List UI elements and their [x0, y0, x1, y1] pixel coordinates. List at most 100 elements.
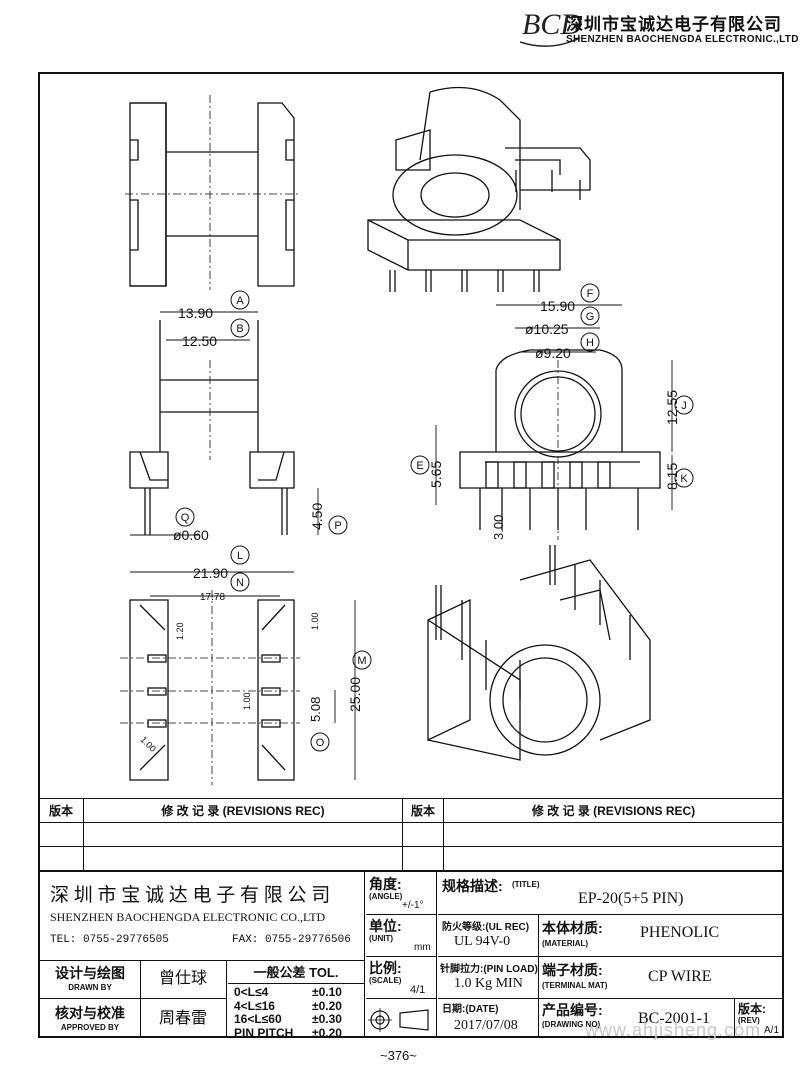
approved-label-en: APPROVED BY — [60, 1023, 120, 1032]
dim-m-value: 25.00 — [347, 677, 363, 712]
dim-h-value: ø9.20 — [535, 345, 571, 361]
signature-block: 设计与绘图 DRAWN BY 曾仕球 核对与校准 APPROVED BY 周春雷… — [40, 960, 365, 1041]
scale-label-cn: 比例: — [369, 960, 402, 976]
callout-j: J — [681, 400, 687, 412]
isometric-view-top — [367, 86, 591, 292]
tolerance-row: 4<L≤16 ±0.20 — [234, 998, 364, 1014]
material-label-cn: 本体材质: — [542, 920, 603, 936]
tol-value: ±0.30 — [312, 1012, 342, 1026]
dim-n-value: 17.78 — [200, 592, 225, 603]
ul-label-en: (UL REC) — [485, 922, 530, 933]
dim-pin-offset: 3.00 — [491, 515, 506, 540]
tb-company-en: SHENZHEN BAOCHENGDA ELECTRONIC CO.,LTD — [50, 910, 326, 924]
tb-company-cn: 深 圳 市 宝 诚 达 电 子 有 限 公 司 — [50, 885, 331, 906]
callout-k: K — [680, 473, 688, 485]
callout-n: N — [236, 577, 244, 589]
dim-100-b: 1.00 — [242, 692, 252, 710]
ul-label-cn: 防火等级: — [442, 922, 486, 933]
dim-120: 1.20 — [175, 622, 185, 640]
tolerance-title: 一般公差 TOL. — [228, 962, 364, 984]
projection-symbol-icon — [368, 1008, 429, 1032]
pinload-label-cn: 针脚拉力: — [440, 964, 484, 975]
revisions-table: 版本 修 改 记 录 (REVISIONS REC) 版本 修 改 记 录 (R… — [38, 798, 784, 871]
date-label-en: (DATE) — [465, 1004, 499, 1015]
callout-m: M — [357, 655, 366, 667]
dim-j-value: 12.55 — [664, 390, 680, 425]
title-block: 深 圳 市 宝 诚 达 电 子 有 限 公 司 SHENZHEN BAOCHEN… — [38, 870, 784, 1041]
tol-range: PIN PITCH — [234, 1025, 294, 1040]
dim-o-value: 5.08 — [308, 697, 323, 722]
date-label-cn: 日期: — [442, 1004, 466, 1015]
tol-range: 4<L≤16 — [234, 998, 275, 1013]
pinload-label-en: (PIN LOAD) — [483, 964, 538, 975]
front-view: 13.90 12.50 ø0.60 4.50 — [129, 305, 325, 543]
tol-value: ±0.20 — [312, 1025, 342, 1040]
tol-range: 0<L≤4 — [234, 985, 269, 999]
unit-value: mm — [414, 942, 431, 953]
dim-a-value: 13.90 — [178, 305, 213, 321]
terminal-label-cn: 端子材质: — [542, 962, 603, 978]
projection-symbol — [366, 998, 436, 1038]
title-label-en: (TITLE) — [512, 880, 540, 889]
tolerance-row: 16<L≤60 ±0.30 — [234, 1012, 364, 1027]
drawing-no-value: BC-2001-1 — [638, 1010, 710, 1027]
scale-label-en: (SCALE) — [369, 976, 402, 985]
rev-label-en: (REV) — [738, 1016, 760, 1025]
tol-range: 16<L≤60 — [234, 1012, 282, 1026]
rev-ver-header-left: 版本 — [38, 798, 84, 823]
angle-unit-column: 角度: (ANGLE) +/-1° 单位: (UNIT) mm 比例: (SCA… — [366, 872, 437, 1038]
rev-ver-header-right: 版本 — [402, 798, 444, 823]
drawing-no-label-en: (DRAWING NO) — [542, 1020, 601, 1029]
tolerance-row: 0<L≤4±0.10 — [234, 985, 364, 1000]
company-block: 深 圳 市 宝 诚 达 电 子 有 限 公 司 SHENZHEN BAOCHEN… — [40, 872, 365, 961]
unit-label-cn: 单位: — [369, 918, 402, 934]
scale-value: 4/1 — [410, 984, 426, 996]
callout-q: Q — [181, 512, 190, 524]
drawing-no-label-cn: 产品编号: — [542, 1002, 603, 1018]
page-number: ~376~ — [380, 1048, 417, 1063]
drawn-label-cn: 设计与绘图 — [55, 965, 125, 981]
title-label-cn: 规格描述: — [442, 878, 503, 894]
dim-100-c: 1.00 — [139, 734, 158, 753]
dim-g-value: ø10.25 — [525, 321, 569, 337]
callout-g: G — [586, 311, 595, 323]
material-label-en: (MATERIAL) — [542, 939, 589, 948]
rev-rec-header-right: 修 改 记 录 (REVISIONS REC) — [443, 798, 784, 823]
isometric-view-bottom — [427, 545, 651, 761]
tb-fax: FAX: 0755-29776506 — [232, 934, 351, 946]
callout-f: F — [587, 288, 594, 300]
drawn-by-value: 曾仕球 — [140, 960, 227, 999]
material-value: PHENOLIC — [640, 924, 720, 941]
rev-rec-header-left: 修 改 记 录 (REVISIONS REC) — [83, 798, 403, 823]
watermark: www.ahjisheng.com — [585, 1020, 762, 1040]
angle-label-cn: 角度: — [369, 876, 402, 892]
callout-letters: A B Q P F G H J E K L N M O — [181, 288, 689, 749]
dim-p-value: 4.50 — [309, 503, 325, 530]
spec-area: 规格描述: (TITLE) EP-20(5+5 PIN) 防火等级:(UL RE… — [438, 872, 784, 1038]
tolerance-block: 一般公差 TOL. 0<L≤4±0.10 4<L≤16 ±0.20 16<L≤60… — [228, 960, 364, 1041]
technical-drawing: 13.90 12.50 ø0.60 4.50 15.90 ø10.25 ø9.2… — [120, 86, 694, 785]
logo-graphic: BCD — [519, 8, 582, 47]
bottom-view: 21.90 17.78 25.00 5.08 1.20 1.00 1.00 1.… — [120, 565, 363, 785]
front-view-bore: 15.90 ø10.25 ø9.20 12.55 8.15 5.65 3.00 — [428, 298, 680, 540]
rev-value: A/1 — [764, 1025, 780, 1036]
pinload-value: 1.0 Kg MIN — [454, 976, 523, 991]
tolerance-row: PIN PITCH ±0.20 — [234, 1025, 364, 1041]
date-value: 2017/07/08 — [454, 1018, 518, 1033]
callout-e: E — [416, 460, 423, 472]
dim-l-value: 21.90 — [193, 565, 228, 581]
callout-l: L — [237, 550, 243, 562]
angle-label-en: (ANGLE) — [369, 892, 403, 901]
tol-value: ±0.20 — [312, 998, 342, 1013]
dim-f-value: 15.90 — [540, 298, 575, 314]
header-company-cn: 深圳市宝诚达电子有限公司 — [566, 15, 782, 34]
rev-label-cn: 版本: — [738, 1002, 766, 1016]
unit-label-en: (UNIT) — [369, 934, 393, 943]
callout-a: A — [236, 295, 244, 307]
approved-by-value: 周春雷 — [140, 999, 227, 1038]
callout-b: B — [236, 323, 243, 335]
drawn-label-en: DRAWN BY — [68, 983, 112, 992]
dim-k-value: 8.15 — [664, 463, 680, 490]
dim-100-a: 1.00 — [310, 612, 320, 630]
callout-p: P — [334, 520, 341, 532]
